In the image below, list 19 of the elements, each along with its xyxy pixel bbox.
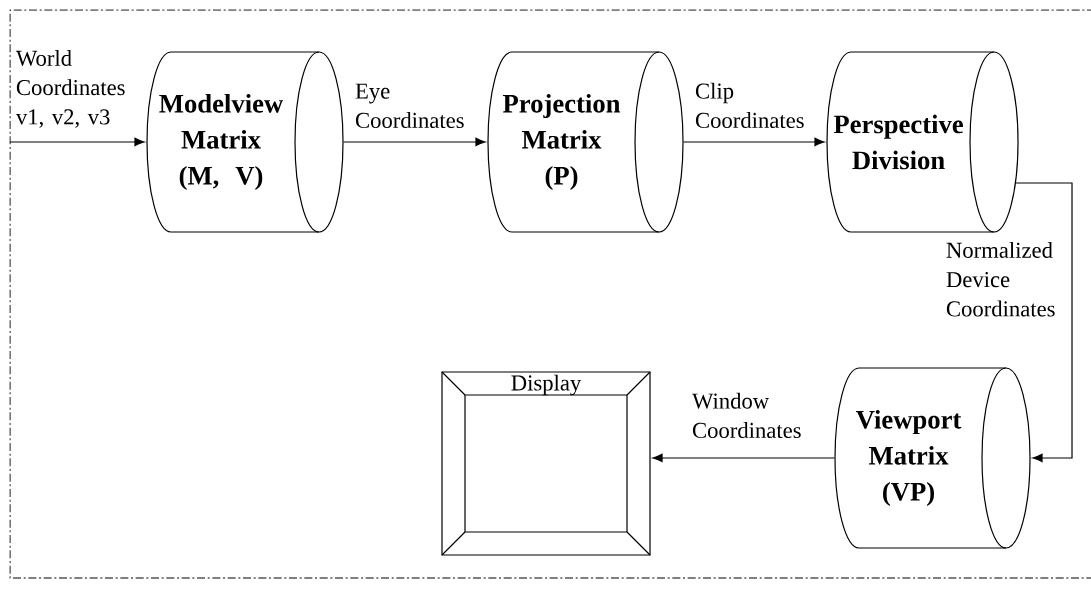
cylinder: Modelview Matrix (M, V) (146, 51, 344, 233)
node-label: Viewport Matrix (VP) (855, 409, 962, 507)
edge-label: Normalized Device Coordinates (946, 241, 1055, 317)
display-monitor: Display (441, 371, 651, 556)
node-label: Projection Matrix (P) (502, 93, 621, 191)
arrow (9, 137, 145, 147)
edge-label: Clip Coordinates (695, 82, 804, 129)
cylinder: Projection Matrix (P) (487, 51, 684, 233)
cylinder: Perspective Division (826, 51, 1019, 233)
arrow (652, 453, 835, 463)
cylinder: Viewport Matrix (VP) (834, 367, 1031, 549)
edge-label: World Coordinates v1, v2, v3 (15, 49, 125, 128)
arrow (343, 137, 486, 147)
arrow (683, 137, 825, 147)
node-label: Modelview Matrix (M, V) (159, 93, 284, 191)
arrow (1015, 182, 1073, 463)
node-label: Perspective Division (833, 114, 963, 170)
edge-label: Window Coordinates (692, 392, 801, 439)
edge-label: Eye Coordinates (355, 83, 464, 129)
